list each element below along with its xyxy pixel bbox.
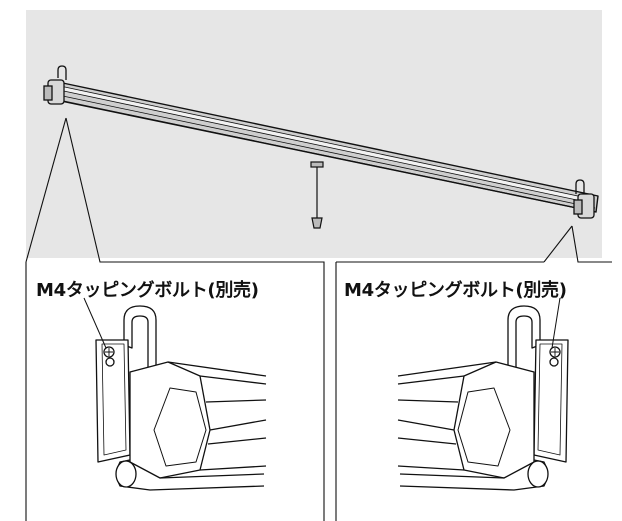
left-leader-line — [83, 297, 107, 349]
right-bolt-label: M4タッピングボルト(別売) — [344, 280, 567, 301]
projector-screen-case — [55, 81, 599, 213]
left-end-cap — [43, 65, 67, 105]
left-detail — [95, 305, 267, 491]
left-bolt-label: M4タッピングボルト(別売) — [36, 280, 259, 301]
right-detail — [397, 305, 569, 491]
right-leader-line — [551, 297, 561, 349]
right-end-cap — [573, 179, 595, 219]
callout-lines — [25, 117, 612, 521]
pull-handle — [310, 161, 324, 229]
wall-background — [26, 10, 602, 258]
